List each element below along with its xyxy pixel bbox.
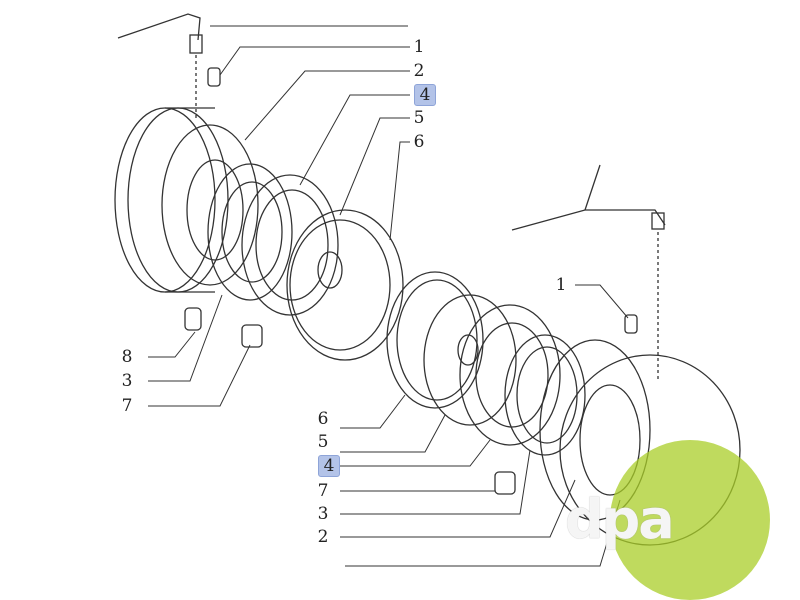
- bleed-screw-right: [624, 314, 638, 334]
- label-3-right: 3: [317, 504, 329, 524]
- pipe-fitting-right: [651, 212, 665, 230]
- label-5-upper: 5: [413, 108, 425, 128]
- label-1-right: 1: [555, 275, 567, 295]
- label-6-upper: 6: [413, 132, 425, 152]
- label-7-left: 7: [121, 396, 133, 416]
- label-2-right: 2: [317, 527, 329, 547]
- label-2-upper: 2: [413, 61, 425, 81]
- label-6-right: 6: [317, 409, 329, 429]
- label-7-right: 7: [317, 481, 329, 501]
- label-4-upper-highlighted[interactable]: 4: [414, 84, 436, 106]
- label-1-upper: 1: [413, 37, 425, 57]
- watermark-text: dpa: [565, 488, 675, 551]
- label-5-right: 5: [317, 432, 329, 452]
- screw-8: [184, 307, 202, 331]
- bleed-screw-left: [207, 67, 221, 87]
- watermark-logo: [610, 440, 770, 600]
- brake-pipe-left: [117, 13, 201, 41]
- label-4-right-highlighted[interactable]: 4: [318, 455, 340, 477]
- pipe-fitting-left: [189, 34, 203, 54]
- leader-lines: [148, 25, 629, 567]
- label-3-left: 3: [121, 371, 133, 391]
- seal-6-right: [386, 271, 484, 409]
- disc-4-right: [459, 304, 561, 446]
- brake-pipe-right: [511, 209, 666, 231]
- disc-5-right: [423, 294, 517, 426]
- disc-4-left: [207, 163, 293, 301]
- plug-7-right: [494, 471, 516, 495]
- brake-housing-left: [114, 107, 259, 293]
- disc-5-left: [241, 174, 339, 316]
- piston-6-left: [286, 209, 404, 361]
- label-8-left: 8: [121, 347, 133, 367]
- plug-7-left: [241, 324, 263, 348]
